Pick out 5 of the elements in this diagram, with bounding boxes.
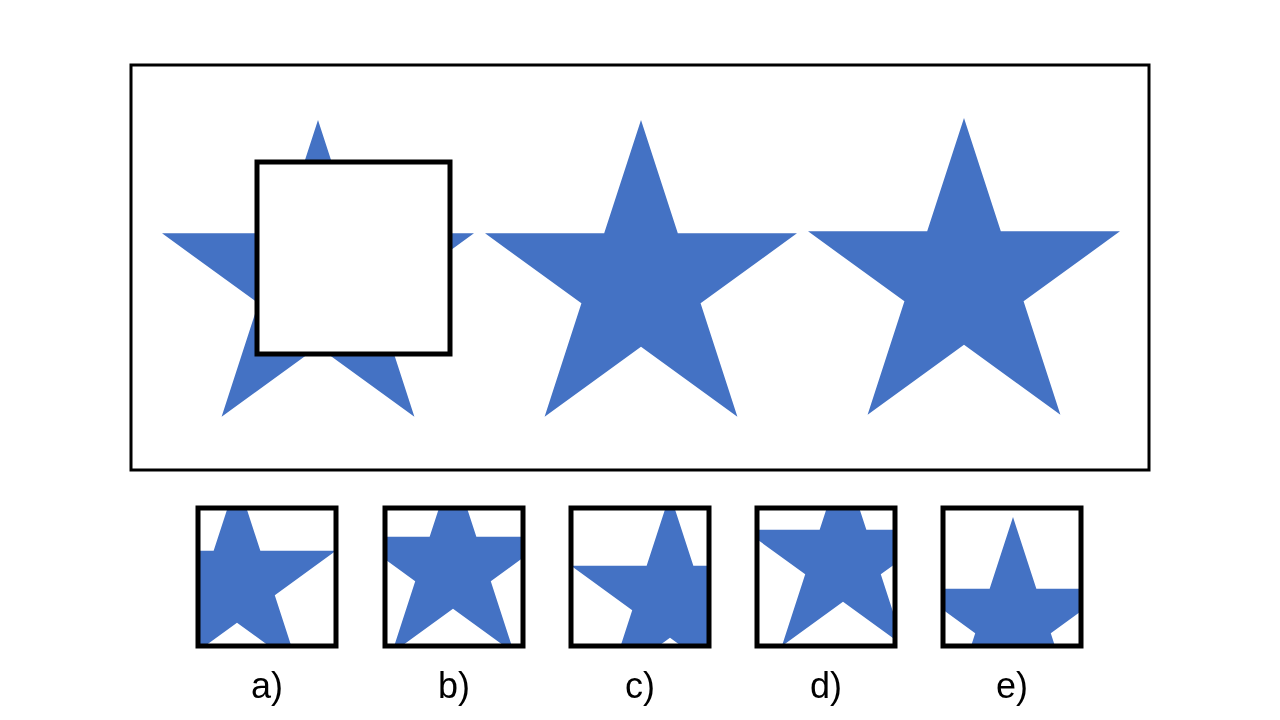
option-label: e) [995,666,1029,706]
option-label: d) [809,666,843,706]
option-label: c) [624,666,656,706]
option-label: a) [250,666,284,706]
option-label: b) [437,666,471,706]
